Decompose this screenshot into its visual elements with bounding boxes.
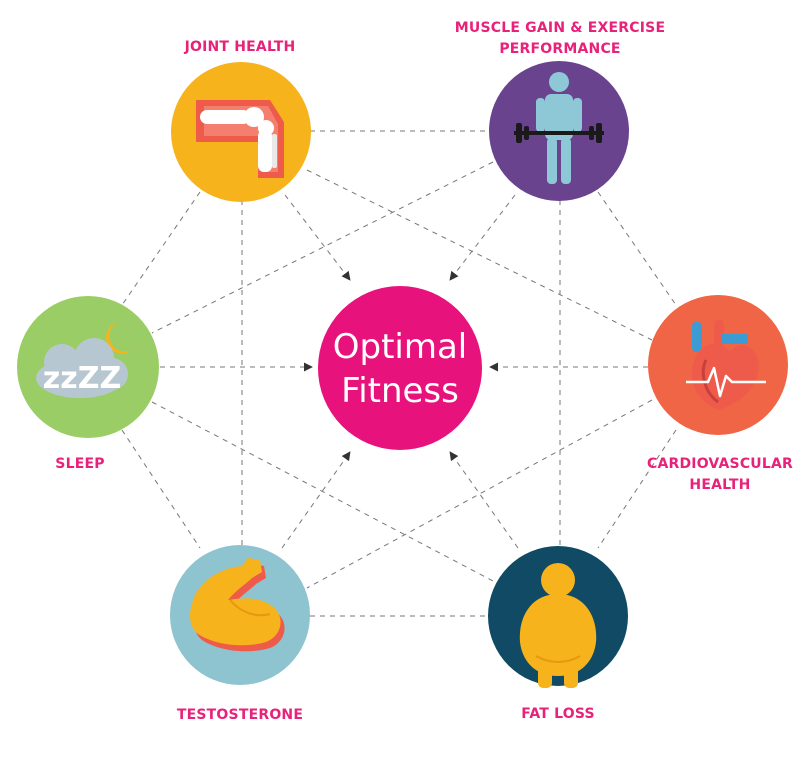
- weightlifter-icon: [514, 72, 604, 184]
- label-joint-health: JOINT HEALTH: [140, 37, 340, 58]
- joint-health-node: [171, 62, 311, 202]
- link-muscle-cardio: [597, 191, 677, 306]
- label-sleep: SLEEP: [30, 454, 130, 475]
- label-fat-loss-line-1: FAT LOSS: [521, 706, 595, 722]
- connector-lines: [121, 130, 677, 617]
- arrows-to-center: [160, 194, 648, 549]
- center-title-line-1: Optimal: [332, 327, 468, 367]
- fat-loss-node: [488, 546, 628, 688]
- link-joint-sleep: [121, 191, 201, 306]
- center-title-line-2: Fitness: [341, 371, 459, 411]
- link-sleep-fatloss: [151, 401, 496, 583]
- cardiovascular-node: [648, 295, 788, 435]
- link-joint-cardio: [306, 169, 653, 341]
- muscle-gain-node: [489, 61, 629, 201]
- label-cardiovascular-line-2: HEALTH: [689, 477, 751, 493]
- link-sleep-testosterone: [121, 429, 201, 549]
- label-joint-health-line-1: JOINT HEALTH: [184, 39, 296, 55]
- sleep-zzz-text: zzZZ: [43, 361, 121, 396]
- flexed-bicep-icon: [190, 558, 285, 652]
- label-sleep-line-1: SLEEP: [55, 456, 105, 472]
- arrow-joint-center: [284, 194, 351, 281]
- link-muscle-sleep: [151, 161, 494, 334]
- knee-joint-icon: [196, 100, 284, 178]
- arrow-fatloss-center: [449, 451, 519, 549]
- label-muscle-gain-line-1: MUSCLE GAIN & EXERCISE: [454, 20, 666, 36]
- heart-icon: [686, 320, 766, 410]
- label-muscle-gain: MUSCLE GAIN & EXERCISE PERFORMANCE: [430, 18, 690, 60]
- sleep-moon-icon: zzZZ: [36, 322, 132, 398]
- label-testosterone-line-1: TESTOSTERONE: [176, 707, 304, 723]
- center-title: Optimal Fitness: [318, 287, 482, 451]
- arrow-muscle-center: [449, 194, 516, 281]
- label-testosterone: TESTOSTERONE: [150, 705, 330, 726]
- label-muscle-gain-line-2: PERFORMANCE: [499, 41, 621, 57]
- label-fat-loss: FAT LOSS: [478, 704, 638, 725]
- label-cardiovascular-line-1: CARDIOVASCULAR: [646, 456, 794, 472]
- sleep-node: zzZZ: [17, 296, 159, 438]
- link-cardio-fatloss: [597, 429, 677, 549]
- optimal-fitness-circle: [318, 286, 482, 450]
- testosterone-node: [170, 545, 310, 685]
- overweight-person-icon: [519, 563, 597, 688]
- label-cardiovascular: CARDIOVASCULAR HEALTH: [640, 454, 800, 496]
